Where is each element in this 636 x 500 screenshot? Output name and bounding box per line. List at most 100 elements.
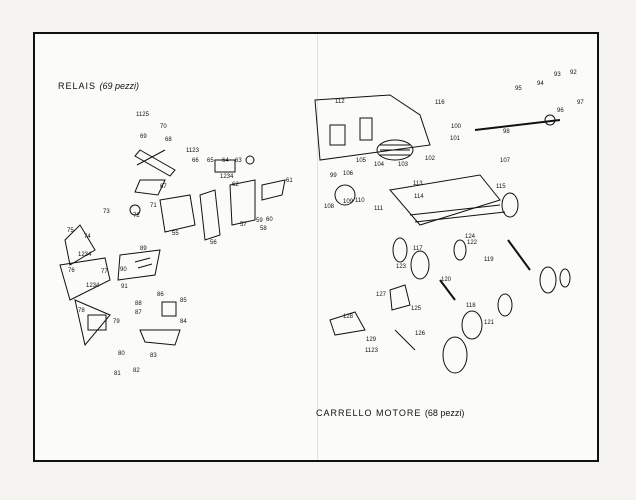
part-label: 68 — [165, 137, 172, 143]
part-label: 121 — [484, 320, 495, 326]
part-label: 74 — [84, 234, 91, 240]
part-label: 112 — [335, 99, 345, 105]
rod-part — [136, 149, 166, 166]
relais-title: RELAIS (69 pezzi) — [58, 81, 139, 91]
page-fold — [317, 34, 318, 460]
part-label: 99 — [330, 173, 337, 179]
part-label: 125 — [411, 306, 422, 312]
bracket-part-58 — [229, 179, 256, 226]
plate-part-83 — [139, 329, 181, 346]
part-label: 86 — [157, 292, 164, 298]
bracket-part-56 — [199, 189, 221, 241]
part-label: 104 — [374, 162, 385, 168]
wheel-part-120b — [461, 310, 483, 340]
wheel-part-122 — [392, 237, 408, 263]
part-label: 63 — [235, 158, 242, 164]
part-label: 75 — [67, 228, 74, 234]
axle-part-117 — [439, 279, 456, 301]
part-label: 103 — [398, 162, 409, 168]
carrello-title-count: (68 pezzi) — [424, 408, 465, 418]
part-label: 93 — [554, 72, 561, 78]
part-label: 127 — [376, 292, 387, 298]
washer-part — [245, 155, 255, 165]
frame-part-113 — [389, 174, 501, 226]
part-label: 100 — [451, 124, 462, 130]
part-label: 60 — [266, 217, 273, 223]
part-label: 108 — [324, 204, 335, 210]
part-label: 1234 — [220, 174, 234, 180]
part-label: 98 — [503, 129, 510, 135]
coil-windings — [380, 144, 410, 156]
part-label: 85 — [180, 298, 187, 304]
part-label: 89 — [140, 246, 147, 252]
part-label: 94 — [537, 81, 544, 87]
part-label: 83 — [150, 353, 157, 359]
spring-part — [64, 224, 96, 266]
part-label: 80 — [118, 351, 125, 357]
bracket-part-128 — [329, 311, 366, 336]
part-label: 105 — [356, 158, 367, 164]
part-label: 70 — [160, 124, 167, 130]
part-label: 77 — [101, 269, 108, 275]
part-label: 81 — [114, 371, 121, 377]
core-lines — [134, 257, 153, 269]
part-label: 96 — [557, 108, 564, 114]
part-label: 128 — [343, 314, 354, 320]
bracket-part-124 — [389, 284, 411, 311]
part-label: 64 — [222, 158, 229, 164]
part-label: 107 — [500, 158, 511, 164]
chassis-slot-2 — [359, 117, 373, 141]
part-label: 115 — [496, 184, 506, 190]
part-label: 62 — [232, 182, 239, 188]
part-label: 56 — [210, 240, 217, 246]
gear-part-110 — [334, 184, 356, 206]
core-part-90 — [117, 249, 161, 281]
part-label: 106 — [343, 171, 354, 177]
part-label: 90 — [120, 267, 127, 273]
part-label: 1234 — [86, 283, 100, 289]
wheel-part-121b — [497, 293, 513, 317]
wheel-part-120 — [501, 192, 519, 218]
part-label: 57 — [240, 222, 247, 228]
wheel-part-122c — [442, 336, 468, 374]
arm-part — [59, 257, 111, 301]
bearing-part-97 — [544, 114, 556, 126]
part-label: 1123 — [365, 348, 379, 354]
wheel-part-123 — [559, 268, 571, 288]
part-label: 101 — [450, 136, 461, 142]
part-label: 66 — [192, 158, 199, 164]
part-label: 110 — [355, 198, 365, 204]
axle-part-118 — [507, 239, 531, 271]
coil-part — [214, 159, 236, 173]
part-label: 88 — [135, 301, 142, 307]
part-label: 78 — [78, 308, 85, 314]
part-label: 76 — [68, 268, 75, 274]
part-label: 114 — [414, 194, 424, 200]
coil-part-103 — [376, 139, 414, 161]
part-label: 120 — [441, 277, 452, 283]
part-label: 1125 — [136, 112, 150, 118]
part-label: 92 — [570, 70, 577, 76]
parts-drawing — [59, 94, 571, 374]
diagram-frame — [33, 32, 599, 462]
square-part-84 — [161, 301, 177, 317]
plate-part — [134, 179, 166, 196]
part-label: 118 — [466, 303, 476, 309]
carrello-title-main: CARRELLO MOTORE — [316, 408, 422, 418]
bracket-part-55 — [159, 194, 196, 233]
part-label: 116 — [435, 100, 445, 106]
part-label: 1123 — [186, 148, 200, 154]
part-label: 59 — [256, 218, 263, 224]
part-label: 71 — [150, 203, 157, 209]
part-label: 55 — [172, 231, 179, 237]
part-label: 73 — [103, 209, 110, 215]
part-label: 95 — [515, 86, 522, 92]
part-label: 65 — [207, 158, 214, 164]
pin-part-126 — [394, 329, 416, 351]
part-label: 113 — [413, 181, 423, 187]
part-label: 87 — [135, 310, 142, 316]
relais-title-count: (69 pezzi) — [99, 81, 140, 91]
part-label: 58 — [260, 226, 267, 232]
lever-part — [134, 149, 176, 177]
